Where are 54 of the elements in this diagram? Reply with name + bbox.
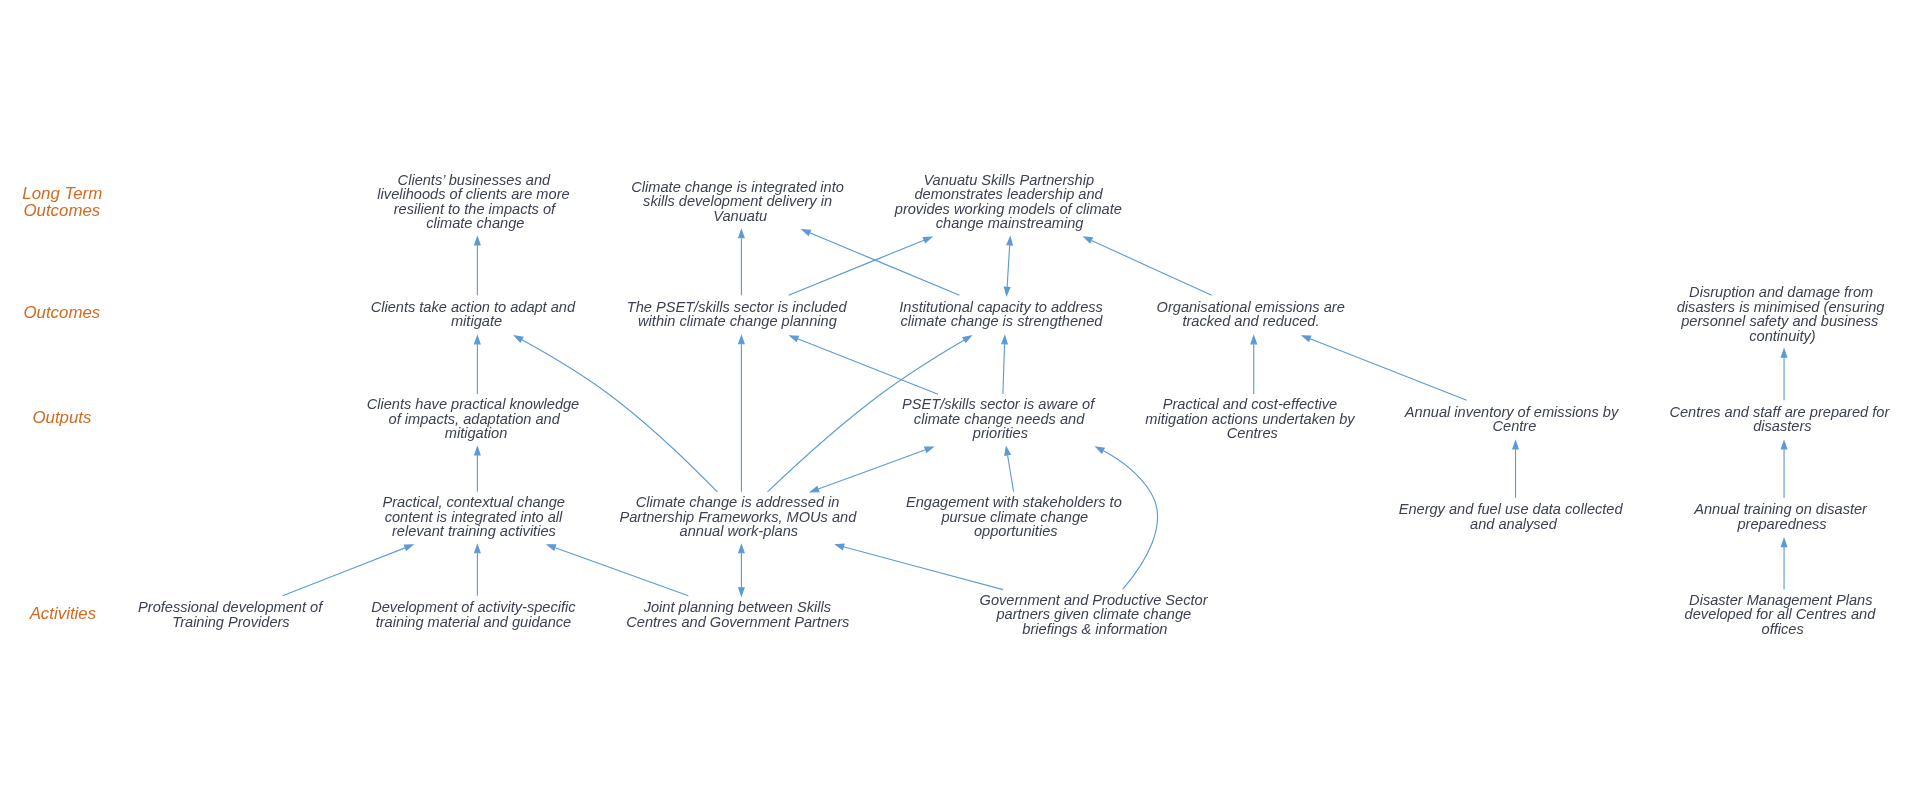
- arrow: [800, 228, 960, 296]
- arrow: [473, 234, 481, 296]
- arrow: [766, 334, 973, 492]
- arrow: [1082, 235, 1213, 296]
- node-text: Vanuatu Skills Partnership demonstrates leadership and provides working models of climate change mainstreaming: [894, 171, 1122, 231]
- arrow: [473, 333, 481, 395]
- arrow: [282, 543, 415, 596]
- node-text: Organisational emissions are tracked and reduced.: [1156, 298, 1345, 329]
- arrow: [1250, 333, 1258, 395]
- node-text: Development of activity-specific training material and guidance: [371, 598, 576, 630]
- node-text: Disaster Management Plans developed for all Centres and offices: [1684, 591, 1876, 637]
- arrow: [1004, 444, 1015, 492]
- arrow: [737, 227, 745, 296]
- node-text: Climate change is integrated into skills development delivery in Vanuatu: [631, 178, 844, 224]
- node-text: Clients have practical knowledge of impacts, adaptation and mitigation: [366, 395, 580, 441]
- node-text: The PSET/skills sector is included within climate change planning: [626, 298, 847, 329]
- node-text: Institutional capacity to address climate change is strengthened: [899, 298, 1103, 329]
- arrow: [545, 543, 689, 596]
- node-text: PSET/skills sector is aware of climate change needs and priorities: [902, 395, 1095, 441]
- node-text: Centres and staff are prepared for disasters: [1669, 403, 1890, 434]
- node-text: Professional development of Training Providers: [138, 598, 323, 630]
- arrow: [473, 444, 481, 492]
- node-text: Clients’ businesses and livelihoods of clients are more resilient to the impacts of climate change: [377, 171, 570, 231]
- arrow: [513, 334, 718, 492]
- node-text: Joint planning between Skills Centres and Government Partners: [626, 598, 850, 630]
- arrow: [1001, 333, 1009, 395]
- label: Activities: [29, 603, 97, 623]
- arrow: [1300, 334, 1468, 401]
- node-text: Energy and fuel use data collected and analysed: [1398, 500, 1623, 532]
- arrow: [737, 333, 745, 492]
- label: Long Term Outcomes: [22, 183, 103, 220]
- arrow: [737, 542, 745, 597]
- arrow: [1780, 536, 1788, 590]
- label: Outputs: [32, 407, 92, 427]
- node-text: Clients take action to adapt and mitigate: [370, 298, 576, 329]
- node-text: Government and Productive Sector partners given climate change briefings & information: [979, 591, 1208, 637]
- arrow: [1512, 438, 1520, 498]
- node-text: Climate change is addressed in Partnership Frameworks, MOUs and annual work-plans: [619, 493, 857, 539]
- node-text: Practical, contextual change content is integrated into all relevant training activities: [382, 493, 565, 539]
- node-text: Disruption and damage from disasters is minimised (ensuring personnel safety and business continuity): [1676, 283, 1885, 344]
- arrow: [834, 543, 1004, 590]
- arrow: [788, 334, 939, 395]
- arrow: [473, 542, 481, 596]
- arrow: [808, 445, 935, 492]
- arrow: [1003, 234, 1014, 297]
- arrow: [1780, 347, 1788, 401]
- node-text: Engagement with stakeholders to pursue climate change opportunities: [906, 493, 1122, 539]
- node-text: Practical and cost-effective mitigation actions undertaken by Centres: [1145, 395, 1355, 441]
- arrow: [1094, 445, 1159, 590]
- arrow: [788, 235, 934, 296]
- label: Outcomes: [23, 302, 101, 322]
- arrow: [1780, 438, 1788, 498]
- node-text: Annual training on disaster preparedness: [1694, 500, 1867, 532]
- node-text: Annual inventory of emissions by Centre: [1404, 403, 1619, 434]
